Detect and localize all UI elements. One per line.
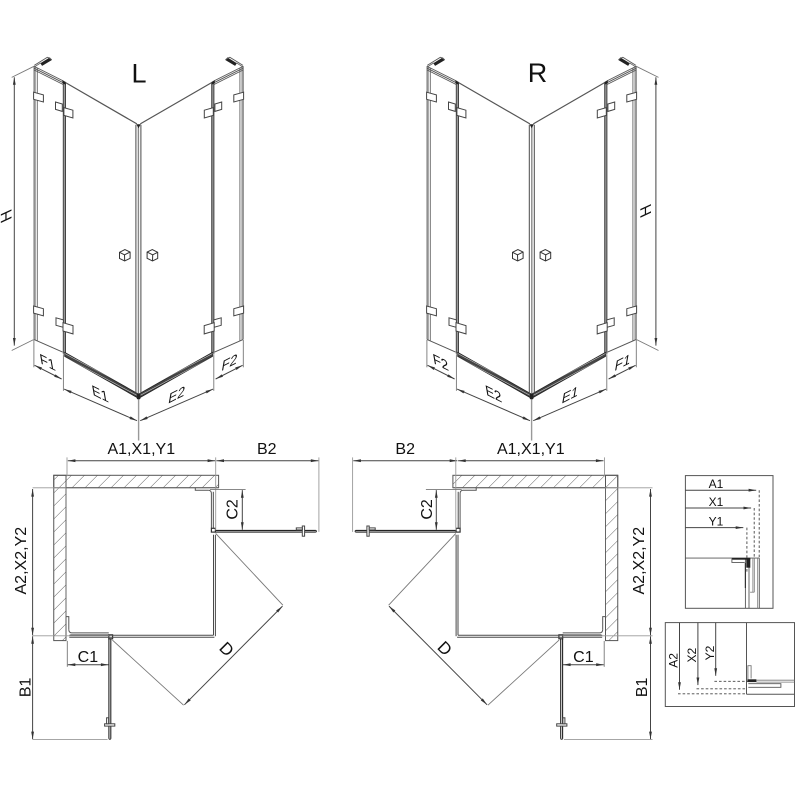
svg-text:L: L bbox=[132, 59, 147, 89]
svg-text:X1: X1 bbox=[709, 495, 724, 509]
svg-text:A2: A2 bbox=[666, 653, 680, 668]
svg-text:E1: E1 bbox=[91, 382, 110, 407]
svg-text:A2,X2,Y2: A2,X2,Y2 bbox=[631, 527, 648, 595]
svg-text:E1: E1 bbox=[560, 383, 579, 408]
svg-text:C1: C1 bbox=[78, 649, 99, 666]
svg-text:E2: E2 bbox=[167, 383, 186, 408]
svg-text:A1,X1,Y1: A1,X1,Y1 bbox=[497, 441, 565, 458]
svg-text:D: D bbox=[215, 638, 237, 660]
svg-text:A2,X2,Y2: A2,X2,Y2 bbox=[13, 527, 30, 595]
svg-text:E2: E2 bbox=[484, 382, 503, 407]
svg-text:B2: B2 bbox=[395, 441, 415, 458]
svg-text:D: D bbox=[434, 638, 456, 660]
svg-text:A1,X1,Y1: A1,X1,Y1 bbox=[107, 441, 175, 458]
svg-text:B1: B1 bbox=[18, 678, 35, 698]
svg-text:R: R bbox=[528, 58, 548, 88]
svg-text:C1: C1 bbox=[573, 649, 594, 666]
svg-text:A1: A1 bbox=[709, 477, 724, 491]
svg-text:B2: B2 bbox=[257, 441, 277, 458]
svg-text:X2: X2 bbox=[685, 648, 699, 663]
svg-text:H: H bbox=[638, 201, 655, 220]
svg-text:Y2: Y2 bbox=[703, 645, 717, 660]
svg-text:C2: C2 bbox=[419, 499, 436, 520]
svg-text:Y1: Y1 bbox=[709, 514, 724, 528]
svg-text:H: H bbox=[0, 206, 15, 225]
svg-text:B1: B1 bbox=[634, 678, 651, 698]
svg-text:C2: C2 bbox=[224, 499, 241, 520]
